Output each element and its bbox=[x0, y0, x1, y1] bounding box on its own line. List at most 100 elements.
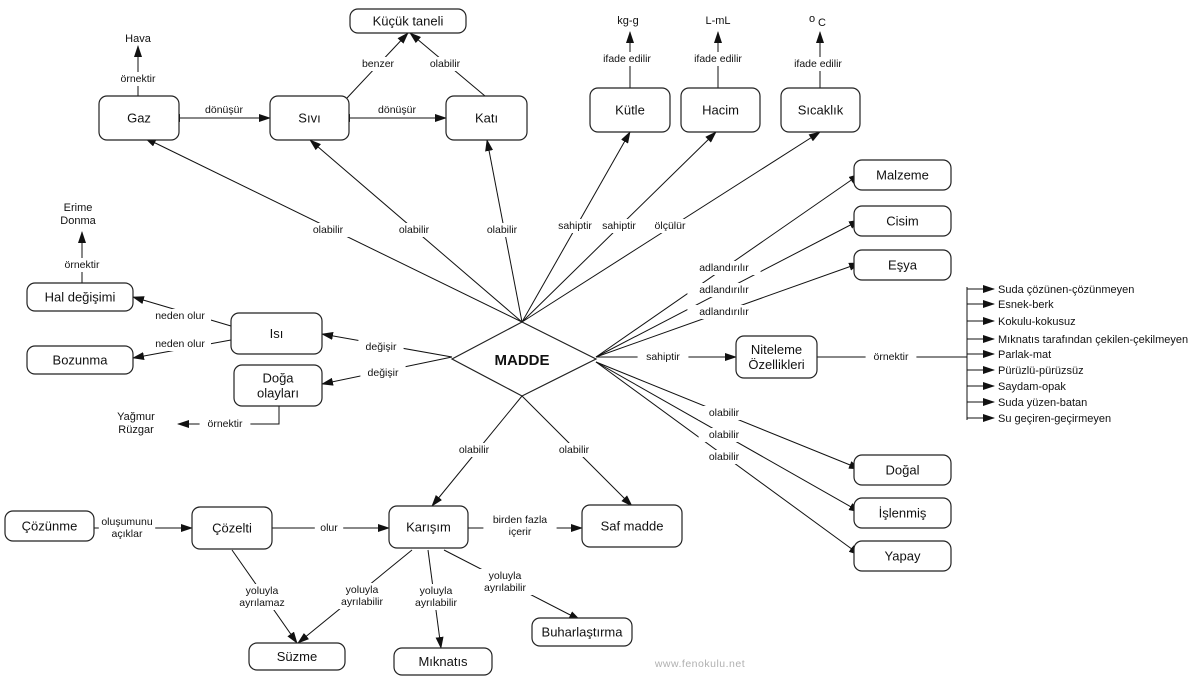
svg-text:Saf madde: Saf madde bbox=[601, 519, 664, 534]
svg-text:ayrılabilir: ayrılabilir bbox=[415, 597, 458, 609]
svg-text:örnektir: örnektir bbox=[873, 351, 909, 363]
svg-text:olabilir: olabilir bbox=[709, 407, 740, 419]
svg-text:olabilir: olabilir bbox=[487, 224, 518, 236]
svg-text:ifade edilir: ifade edilir bbox=[794, 58, 842, 70]
svg-text:içerir: içerir bbox=[509, 526, 532, 538]
label-sivi-kati: dönüşür bbox=[374, 103, 420, 117]
center-node-madde[interactable]: MADDE bbox=[450, 321, 598, 397]
label-hal-erime: örnektir bbox=[56, 258, 108, 272]
label-sicaklik-oc: ifade edilir bbox=[781, 57, 855, 71]
label-isi-hal: neden olur bbox=[149, 309, 211, 323]
text-oc-c: C bbox=[818, 17, 826, 29]
node-cozelti[interactable]: Çözelti bbox=[191, 506, 273, 550]
svg-text:dönüşür: dönüşür bbox=[205, 104, 243, 116]
label-madde-karisim: olabilir bbox=[448, 443, 500, 457]
svg-text:Cisim: Cisim bbox=[886, 214, 919, 229]
svg-text:MADDE: MADDE bbox=[495, 352, 550, 369]
svg-text:değişir: değişir bbox=[368, 367, 399, 379]
label-madde-dogal: olabilir bbox=[698, 406, 750, 420]
svg-text:Doğal: Doğal bbox=[886, 463, 920, 478]
node-gaz[interactable]: Gaz bbox=[98, 95, 180, 141]
node-sicaklik[interactable]: Sıcaklık bbox=[780, 87, 861, 133]
node-sivi[interactable]: Sıvı bbox=[269, 95, 350, 141]
svg-text:neden olur: neden olur bbox=[155, 310, 205, 322]
label-madde-esya: adlandırılır bbox=[687, 305, 761, 319]
svg-text:sahiptir: sahiptir bbox=[558, 220, 592, 232]
svg-text:olabilir: olabilir bbox=[430, 58, 461, 70]
label-madde-gaz: olabilir bbox=[302, 223, 354, 237]
svg-text:olabilir: olabilir bbox=[399, 224, 430, 236]
node-kutle[interactable]: Kütle bbox=[589, 87, 671, 133]
label-madde-saf: olabilir bbox=[548, 443, 600, 457]
label-madde-cisim: adlandırılır bbox=[687, 283, 761, 297]
svg-text:olabilir: olabilir bbox=[559, 444, 590, 456]
svg-text:örnektir: örnektir bbox=[64, 259, 100, 271]
node-esya[interactable]: Eşya bbox=[853, 249, 952, 281]
label-madde-hacim: sahiptir bbox=[593, 219, 645, 233]
svg-text:Özellikleri: Özellikleri bbox=[748, 357, 804, 372]
node-karisim[interactable]: Karışım bbox=[388, 505, 469, 549]
node-islenmis[interactable]: İşlenmiş bbox=[853, 497, 952, 529]
svg-text:Hal değişimi: Hal değişimi bbox=[45, 290, 116, 305]
svg-text:dönüşür: dönüşür bbox=[378, 104, 416, 116]
svg-text:adlandırılır: adlandırılır bbox=[699, 262, 749, 274]
svg-text:neden olur: neden olur bbox=[155, 338, 205, 350]
node-kucuk-taneli[interactable]: Küçük taneli bbox=[349, 8, 467, 34]
ozellik-item: Su geçiren-geçirmeyen bbox=[998, 413, 1111, 425]
svg-text:olabilir: olabilir bbox=[709, 429, 740, 441]
node-kati[interactable]: Katı bbox=[445, 95, 528, 141]
label-madde-yapay: olabilir bbox=[698, 450, 750, 464]
node-saf-madde[interactable]: Saf madde bbox=[581, 504, 683, 548]
node-dogal[interactable]: Doğal bbox=[853, 454, 952, 486]
node-hal-degisimi[interactable]: Hal değişimi bbox=[26, 282, 134, 312]
label-madde-isi: değişir bbox=[358, 340, 404, 354]
edge-labels: örnektir dönüşür dönüşür benzer olabilir olab… bbox=[56, 52, 917, 610]
svg-text:adlandırılır: adlandırılır bbox=[699, 284, 749, 296]
label-isi-bozunma: neden olur bbox=[149, 337, 211, 351]
node-cozunme[interactable]: Çözünme bbox=[4, 510, 95, 542]
node-malzeme[interactable]: Malzeme bbox=[853, 159, 952, 191]
svg-text:Karışım: Karışım bbox=[406, 520, 451, 535]
svg-text:sahiptir: sahiptir bbox=[646, 351, 680, 363]
svg-text:Sıcaklık: Sıcaklık bbox=[798, 103, 844, 118]
node-hacim[interactable]: Hacim bbox=[680, 87, 761, 133]
svg-text:benzer: benzer bbox=[362, 58, 395, 70]
text-erime-donma-0: Erime bbox=[64, 202, 93, 214]
node-cisim[interactable]: Cisim bbox=[853, 205, 952, 237]
node-yapay[interactable]: Yapay bbox=[853, 540, 952, 572]
svg-text:Hacim: Hacim bbox=[702, 103, 739, 118]
svg-text:yoluyla: yoluyla bbox=[246, 585, 279, 597]
svg-text:Yapay: Yapay bbox=[885, 549, 921, 564]
svg-text:Niteleme: Niteleme bbox=[751, 342, 802, 357]
svg-text:ifade edilir: ifade edilir bbox=[603, 53, 651, 65]
node-isi[interactable]: Isı bbox=[230, 312, 323, 355]
svg-text:olabilir: olabilir bbox=[709, 451, 740, 463]
label-doga-yagmur: örnektir bbox=[199, 417, 251, 431]
text-kg-g: kg-g bbox=[617, 15, 638, 27]
svg-text:Süzme: Süzme bbox=[277, 649, 317, 664]
svg-text:olur: olur bbox=[320, 522, 338, 534]
svg-text:Gaz: Gaz bbox=[127, 111, 151, 126]
svg-text:olabilir: olabilir bbox=[459, 444, 490, 456]
svg-text:Kütle: Kütle bbox=[615, 103, 645, 118]
svg-text:yoluyla: yoluyla bbox=[346, 584, 379, 596]
svg-text:yoluyla: yoluyla bbox=[420, 585, 453, 597]
text-oc-degree: o bbox=[809, 13, 815, 25]
node-bozunma[interactable]: Bozunma bbox=[26, 345, 134, 375]
label-madde-sivi: olabilir bbox=[388, 223, 440, 237]
node-buharlastirma[interactable]: Buharlaştırma bbox=[531, 617, 633, 647]
svg-text:örnektir: örnektir bbox=[207, 418, 243, 430]
text-yagmur-ruzgar-1: Rüzgar bbox=[118, 424, 154, 436]
node-suzme[interactable]: Süzme bbox=[248, 642, 346, 671]
label-gaz-hava: örnektir bbox=[112, 72, 164, 86]
node-miknatis[interactable]: Mıknatıs bbox=[393, 647, 493, 676]
svg-text:Buharlaştırma: Buharlaştırma bbox=[542, 625, 624, 640]
svg-text:ayrılabilir: ayrılabilir bbox=[484, 582, 527, 594]
svg-text:ayrılamaz: ayrılamaz bbox=[239, 597, 285, 609]
